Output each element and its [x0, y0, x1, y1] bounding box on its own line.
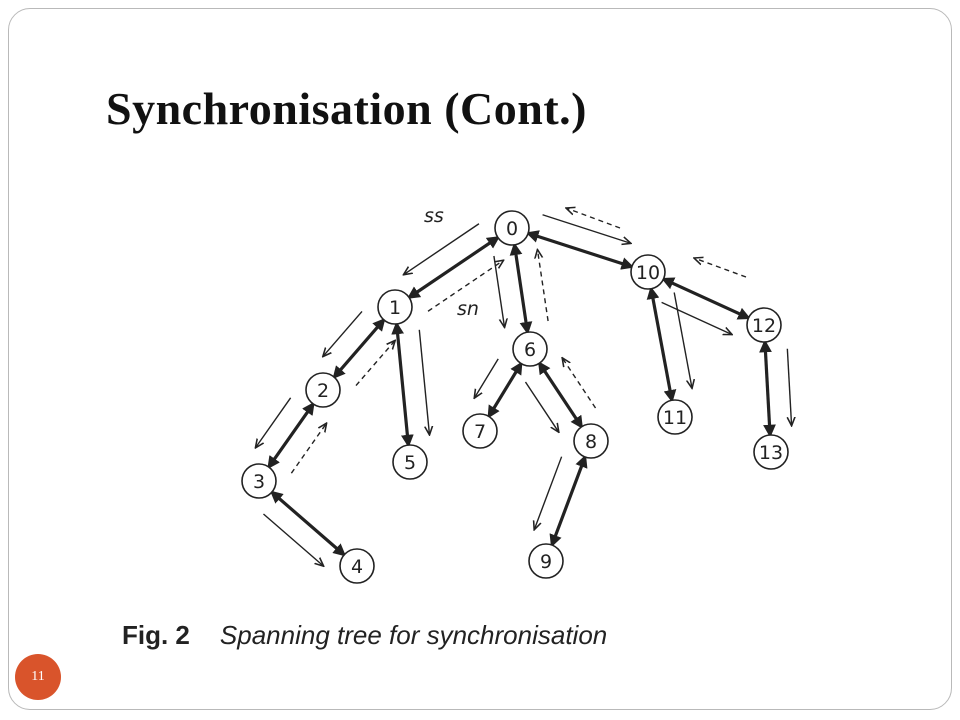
ss-arrow-6-7: [474, 358, 499, 398]
node-label: 10: [636, 262, 660, 284]
edge-6-7: [487, 361, 523, 419]
ss-arrow-0-10: [542, 214, 631, 244]
ss-annotation: ss: [424, 205, 444, 227]
node-0: 0: [494, 210, 530, 246]
ss-arrow-0-1: [403, 223, 480, 275]
node-4: 4: [339, 548, 375, 584]
edge-6-8: [537, 361, 584, 429]
node-label: 12: [752, 315, 776, 337]
page-number: 11: [31, 669, 45, 684]
node-label: 9: [540, 551, 552, 573]
edge-0-1: [406, 236, 501, 299]
sn-arrow-8-6: [562, 358, 597, 409]
sn-arrow-1-0: [427, 260, 504, 312]
node-8: 8: [573, 423, 609, 459]
node-7: 7: [462, 413, 498, 449]
ss-arrow-0-6: [493, 255, 505, 328]
edge-3-4: [269, 490, 347, 557]
ss-arrow-8-9: [534, 456, 563, 530]
edge-1-2: [332, 317, 386, 380]
node-13: 13: [753, 434, 789, 470]
node-label: 5: [404, 452, 416, 474]
slide-title: Synchronisation (Cont.): [106, 83, 587, 134]
ss-arrow-1-2: [323, 311, 363, 356]
figure-caption-text: Spanning tree for synchronisation: [219, 620, 608, 650]
sn-arrow-into-0: [566, 208, 621, 229]
sn-arrow-2-1: [355, 340, 395, 386]
node-3: 3: [241, 463, 277, 499]
edge-0-6: [509, 242, 533, 335]
sn-arrow-3-2: [290, 423, 326, 474]
node-label: 6: [524, 339, 536, 361]
edge-10-12: [661, 277, 751, 320]
ss-arrow-10-12: [661, 301, 733, 334]
node-label: 3: [253, 471, 265, 493]
edge-1-5: [391, 321, 414, 448]
figure-label: Fig. 2: [122, 620, 190, 650]
sn-arrow-6-0: [537, 249, 549, 322]
node-label: 7: [474, 421, 486, 443]
node-label: 2: [317, 380, 329, 402]
edge-0-10: [525, 230, 635, 270]
node-5: 5: [392, 444, 428, 480]
node-12: 12: [746, 307, 782, 343]
ss-arrow-2-3: [255, 397, 292, 448]
node-10: 10: [630, 254, 666, 290]
node-label: 4: [351, 556, 363, 578]
figure-caption: Fig. 2 Spanning tree for synchronisation: [122, 620, 607, 651]
node-1: 1: [377, 289, 413, 325]
node-label: 1: [389, 297, 401, 319]
slide-frame: [8, 8, 952, 710]
ss-arrow-3-4: [263, 513, 323, 566]
node-label: 0: [506, 218, 518, 240]
sn-arrow-into-10: [694, 258, 747, 278]
edge-2-3: [267, 401, 315, 470]
tree-edges: [267, 230, 776, 557]
node-label: 13: [759, 442, 783, 464]
edge-8-9: [549, 454, 588, 548]
node-9: 9: [528, 543, 564, 579]
ss-arrow-6-8: [524, 381, 558, 432]
edge-12-13: [759, 339, 776, 438]
message-arrows: [255, 208, 791, 566]
ss-arrow-1-5: [418, 329, 429, 435]
node-label: 8: [585, 431, 597, 453]
sn-annotation: sn: [457, 298, 479, 320]
ss-arrow-10-11: [673, 292, 692, 389]
node-11: 11: [657, 399, 693, 435]
node-6: 6: [512, 331, 548, 367]
page-number-badge: 11: [15, 654, 61, 700]
node-label: 11: [663, 407, 687, 429]
edge-10-11: [646, 286, 677, 403]
ss-arrow-12-13: [787, 348, 791, 426]
node-2: 2: [305, 372, 341, 408]
